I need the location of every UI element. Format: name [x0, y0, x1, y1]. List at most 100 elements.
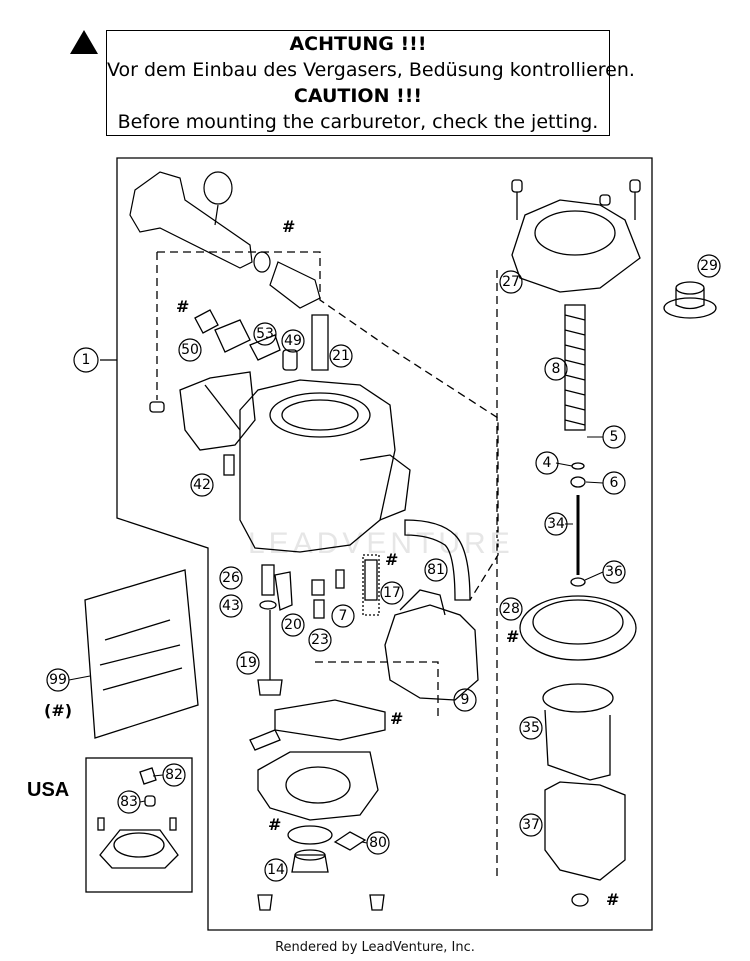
callout-circle	[499, 270, 523, 294]
callout-circle	[253, 322, 277, 346]
callout-circle	[453, 688, 477, 712]
washer-part	[570, 476, 586, 488]
part-number-label: 99	[49, 672, 67, 688]
notice-heading-de: ACHTUNG !!!	[289, 33, 427, 55]
part-number-label: 21	[332, 348, 350, 364]
callout-circle	[219, 566, 243, 590]
notice-text-en: Before mounting the carburetor, check th…	[117, 111, 599, 133]
callout-circle	[219, 594, 243, 618]
part-number-label: 5	[610, 429, 619, 445]
gasket-part	[274, 699, 386, 741]
small-parts-left	[149, 309, 329, 476]
callout-circle	[331, 604, 355, 628]
part-number-label: 36	[605, 564, 623, 580]
carburetor-body-part	[179, 371, 411, 553]
hash-marks: # # # # # # # USA (#)	[27, 217, 619, 909]
part-number-label: 29	[700, 258, 718, 274]
part-number-label: 53	[256, 326, 274, 342]
part-number-label: 43	[222, 598, 240, 614]
float-part	[384, 589, 479, 701]
assembly-outline	[116, 157, 653, 931]
usa-label: USA	[27, 779, 69, 801]
throttle-shaft-part	[129, 171, 321, 309]
usa-inset-box	[85, 757, 193, 893]
screw-part-left	[257, 894, 273, 911]
callout-circle	[264, 858, 288, 882]
callout-circle	[281, 613, 305, 637]
hash-mark: #	[385, 550, 398, 569]
part-number-label: 83	[120, 794, 138, 810]
part-number-label: 23	[311, 632, 329, 648]
part-number-label: 19	[239, 655, 257, 671]
slide-part	[542, 683, 614, 781]
callout-circle	[329, 344, 353, 368]
top-cover-part	[511, 179, 641, 293]
notice-text-de: Vor dem Einbau des Vergasers, Bedüsung k…	[107, 59, 635, 81]
callout-circle	[380, 581, 404, 605]
part-number-label: 50	[181, 342, 199, 358]
kit-note: (#)	[44, 701, 72, 720]
callout-circle	[424, 558, 448, 582]
warning-triangle-icon	[70, 30, 98, 54]
callout-circle	[190, 473, 214, 497]
notice-heading-en: CAUTION !!!	[293, 85, 423, 107]
callout-circle	[281, 329, 305, 353]
hash-mark: #	[506, 627, 519, 646]
footer-credit: Rendered by LeadVenture, Inc.	[275, 940, 475, 955]
needle-washer-part	[570, 577, 586, 587]
callout-circle	[519, 716, 543, 740]
watermark-text: LEADVENTURE	[248, 527, 514, 560]
overflow-tube-part	[333, 831, 367, 851]
part-number-label: 35	[522, 720, 540, 736]
part-number-label: 49	[284, 333, 302, 349]
part-number-label: 6	[610, 475, 619, 491]
part-number-label: 4	[543, 455, 552, 471]
part-number-label: 42	[193, 477, 211, 493]
drain-screw-part	[249, 729, 281, 751]
spring-part	[564, 304, 586, 431]
bowl-plug-part	[291, 854, 329, 873]
part-number-label: 37	[522, 817, 540, 833]
part-number-label: 9	[461, 692, 470, 708]
callout-circle	[178, 338, 202, 362]
part-number-label: 17	[383, 585, 401, 601]
bowl-plug-top	[294, 849, 326, 861]
leader-lines	[68, 436, 604, 844]
hose-part	[404, 519, 471, 601]
callout-circle	[544, 357, 568, 381]
body-dashed-outline	[157, 251, 499, 601]
part-number-label: 80	[369, 835, 387, 851]
part-number-label: 81	[427, 562, 445, 578]
hash-mark: #	[390, 709, 403, 728]
hash-mark: #	[268, 815, 281, 834]
callout-circle	[73, 347, 99, 373]
part-number-label: 82	[165, 767, 183, 783]
diaphragm-part	[519, 595, 637, 661]
clip-part	[571, 462, 585, 470]
part-number-label: 8	[552, 361, 561, 377]
part-number-label: 28	[502, 601, 520, 617]
callout-circle	[499, 597, 523, 621]
callout-circle	[519, 813, 543, 837]
housing-oring-part	[571, 893, 589, 907]
cap-part	[663, 281, 717, 319]
part-number-label: 20	[284, 617, 302, 633]
part-number-label: 1	[82, 352, 91, 368]
part-number-label: 34	[547, 516, 565, 532]
caution-notice: ACHTUNG !!! Vor dem Einbau des Vergasers…	[106, 30, 635, 136]
float-bowl-part	[257, 751, 379, 821]
part-number-callouts: 1 4 5 6 7 8 9 14 17 19 20 21 23 26 27 28…	[46, 254, 721, 882]
hash-mark: #	[606, 890, 619, 909]
callout-circle	[697, 254, 721, 278]
gasket-kit-bag	[84, 569, 199, 739]
callout-circle	[308, 628, 332, 652]
jets-part	[257, 554, 380, 696]
hash-mark: #	[176, 297, 189, 316]
part-number-label: 7	[339, 608, 348, 624]
part-number-label: 26	[222, 570, 240, 586]
hash-mark: #	[282, 217, 295, 236]
part-number-label: 14	[267, 862, 285, 878]
screw-part-right	[369, 894, 385, 911]
callout-circle	[236, 651, 260, 675]
